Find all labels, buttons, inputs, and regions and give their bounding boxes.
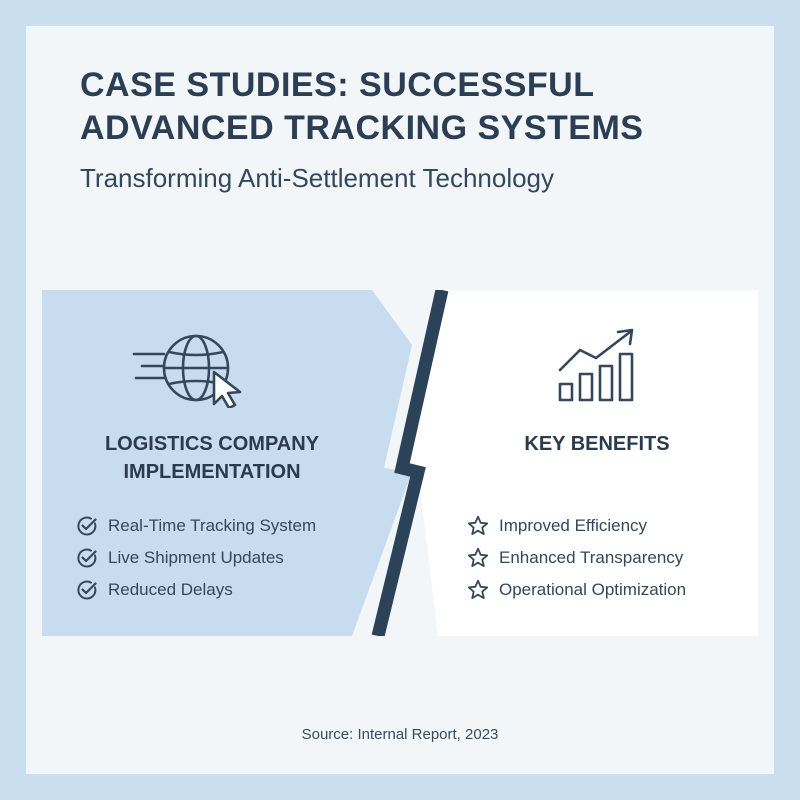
left-heading-line-1: LOGISTICS COMPANY [104,433,320,455]
list-item-label: Operational Optimization [499,580,687,599]
right-panel-heading: KEY BENEFITS [524,433,670,455]
list-item-label: Reduced Delays [108,580,233,599]
list-item: Operational Optimization [467,574,686,606]
page-title: CASE STUDIES: SUCCESSFUL ADVANCED TRACKI… [80,64,760,150]
star-icon [467,515,489,536]
implementation-list: Real-Time Tracking System Live Shipment … [76,510,316,606]
check-circle-icon [77,580,97,600]
left-panel-heading: LOGISTICS COMPANY IMPLEMENTATION [70,430,354,486]
list-item: Live Shipment Updates [76,542,316,574]
benefits-list: Improved Efficiency Enhanced Transparenc… [467,510,686,606]
lightning-divider [371,290,449,636]
comparison-panels: LOGISTICS COMPANY IMPLEMENTATION Real-Ti… [42,290,758,636]
list-item-label: Live Shipment Updates [108,548,284,567]
panel-background [42,290,758,636]
left-panel-bg [42,290,412,636]
check-circle-icon [77,516,97,536]
growth-chart-icon [558,328,634,402]
list-item: Real-Time Tracking System [76,510,316,542]
star-icon [467,547,489,568]
page-subtitle: Transforming Anti-Settlement Technology [80,163,555,193]
title-line-1: CASE STUDIES: SUCCESSFUL [80,66,595,104]
right-panel-bg [400,290,758,636]
list-item: Improved Efficiency [467,510,686,542]
list-item: Reduced Delays [76,574,316,606]
list-item: Enhanced Transparency [467,542,686,574]
list-item-label: Enhanced Transparency [499,548,684,567]
list-item-label: Real-Time Tracking System [108,516,317,535]
source-note: Source: Internal Report, 2023 [301,726,499,743]
globe-cursor-icon [132,334,242,408]
left-heading-line-2: IMPLEMENTATION [123,461,301,483]
check-circle-icon [77,548,97,568]
title-line-2: ADVANCED TRACKING SYSTEMS [80,109,644,147]
infographic-card: CASE STUDIES: SUCCESSFUL ADVANCED TRACKI… [26,26,774,774]
list-item-label: Improved Efficiency [499,516,648,535]
star-icon [467,579,489,600]
